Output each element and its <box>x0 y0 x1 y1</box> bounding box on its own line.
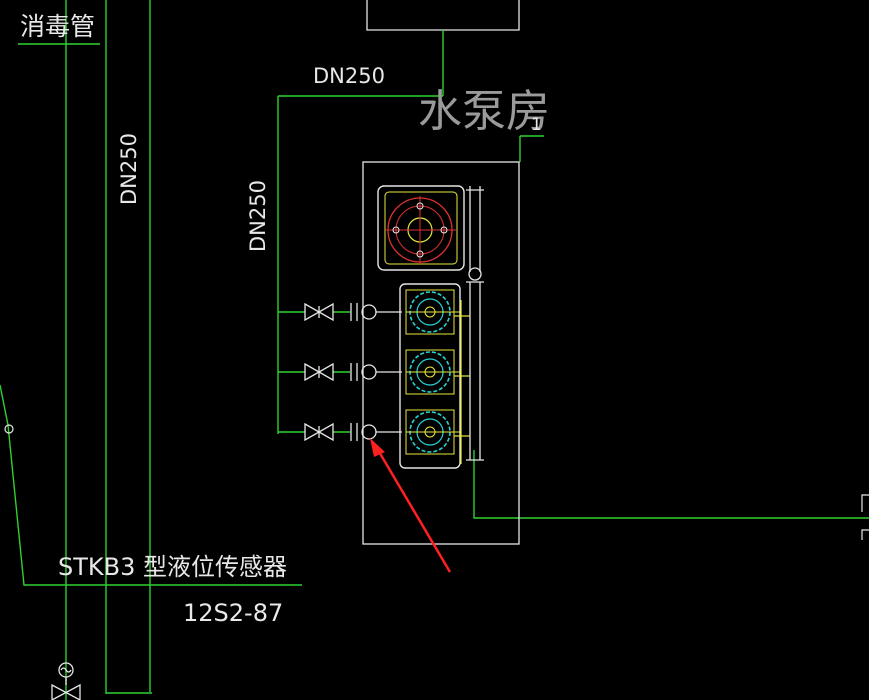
pump-room-marker: 1 <box>531 115 542 135</box>
pump-2 <box>405 349 460 395</box>
gate-valve-icon <box>304 302 334 322</box>
main-pipes <box>277 30 869 519</box>
building-outline-top <box>366 0 520 31</box>
gate-valve-icon <box>304 422 334 442</box>
right-edge-marks <box>861 494 869 540</box>
pump-3 <box>405 409 460 455</box>
discharge-manifold <box>466 186 484 461</box>
pipe-size-label-vertical-left: DN250 <box>117 133 141 205</box>
annotation-arrow <box>370 438 452 573</box>
pump-room-outline <box>362 161 520 545</box>
check-valve-icon <box>361 364 377 380</box>
sensor-label: STKB3 型液位传感器 <box>58 553 287 581</box>
pump-room-label: 水泵房 <box>418 86 550 137</box>
valve-row-2 <box>304 362 402 382</box>
pipe-size-label-vertical: DN250 <box>246 180 270 252</box>
tank-unit <box>377 185 465 271</box>
valve-row-1 <box>304 302 402 322</box>
left-pipes <box>0 0 302 700</box>
check-valve-icon <box>361 424 377 440</box>
pipe-size-label-top: DN250 <box>313 64 385 88</box>
pump-1 <box>405 289 460 335</box>
bottom-valve-icon <box>51 662 81 700</box>
pipe-joint-circle <box>4 424 14 434</box>
check-valve-icon <box>361 304 377 320</box>
sensor-reference: 12S2-87 <box>183 599 283 627</box>
gate-valve-icon <box>304 362 334 382</box>
valve-row-3 <box>304 422 402 442</box>
pump-outlets <box>454 300 470 464</box>
disinfection-pipe-label: 消毒管 <box>20 12 95 41</box>
